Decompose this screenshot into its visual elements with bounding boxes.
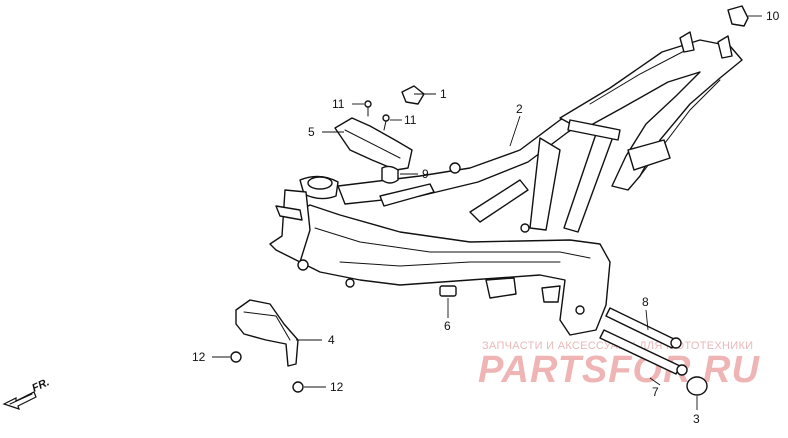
watermark-brand: PARTSFOR.RU (478, 349, 760, 391)
screw-part-11a (364, 100, 372, 117)
callout-12-left: 12 (192, 350, 206, 364)
callout-8: 8 (642, 295, 649, 309)
callout-11-lower: 11 (404, 113, 417, 127)
callout-1: 1 (440, 87, 447, 101)
callout-4: 4 (328, 333, 335, 347)
bracket-part-4 (235, 299, 299, 367)
clip-part-1 (401, 85, 425, 105)
grommet-part-6 (439, 285, 457, 297)
callout-9: 9 (422, 167, 429, 181)
callout-6: 6 (444, 319, 451, 333)
callout-labels: 1 2 3 4 5 6 7 8 9 10 11 11 12 12 (192, 9, 780, 426)
front-direction-marker: FR. (2, 376, 51, 410)
callout-10: 10 (766, 9, 780, 23)
callout-11-upper: 11 (332, 97, 345, 111)
rubber-part-9 (381, 165, 399, 184)
bolt-part-8 (605, 307, 682, 349)
nut-part-12a (230, 351, 242, 363)
leader-lines (212, 15, 762, 410)
callout-3: 3 (693, 412, 700, 426)
callout-5: 5 (308, 125, 315, 139)
screw-part-11b (382, 114, 390, 131)
front-label: FR. (30, 376, 51, 394)
clip-part-10 (727, 5, 749, 27)
bolt-part-7 (599, 329, 688, 376)
callout-2: 2 (516, 102, 523, 116)
nut-part-12b (292, 381, 304, 393)
cap-part-3 (686, 376, 708, 396)
main-frame (269, 31, 743, 336)
callout-7: 7 (652, 385, 659, 399)
callout-12-right: 12 (330, 380, 344, 394)
